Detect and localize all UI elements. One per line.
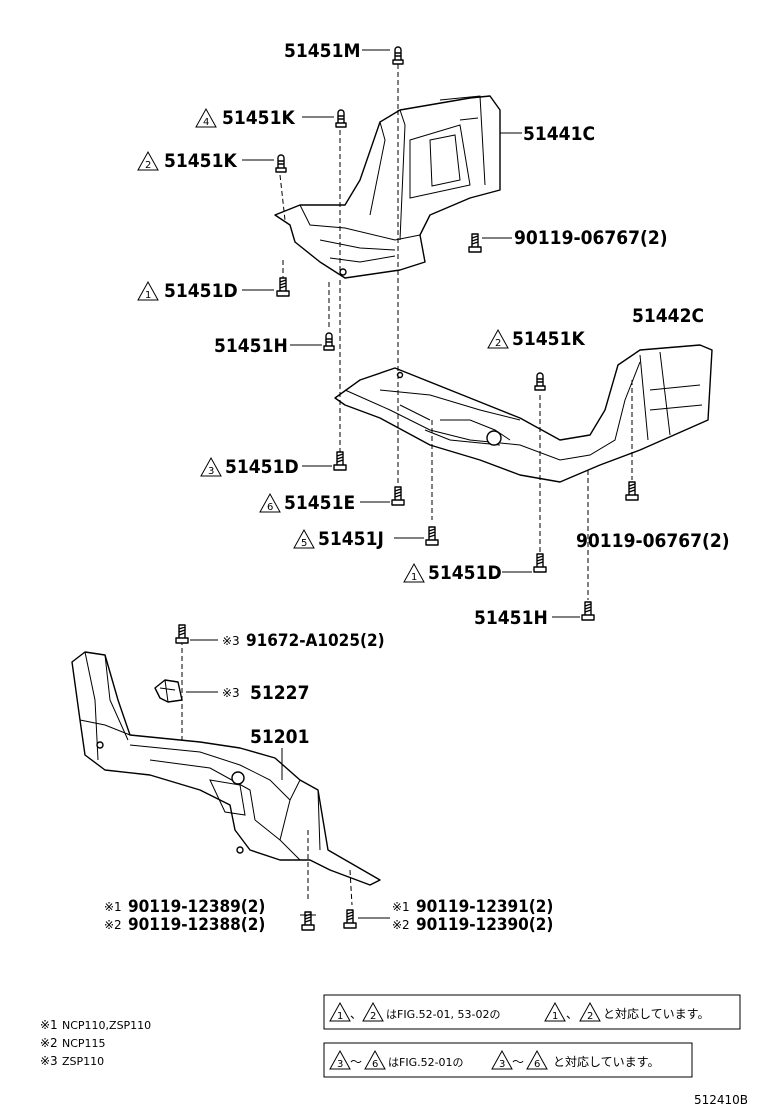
note2-sep-a: ～ xyxy=(350,1055,362,1069)
tri-num-2a: 2 xyxy=(145,160,151,171)
tri-num-6: 6 xyxy=(267,502,273,513)
note2-text: はFIG.52-01の xyxy=(388,1056,464,1069)
note-box-2: 3 ～ 6 はFIG.52-01の 3 ～ 6 と対応しています。 xyxy=(323,1042,693,1078)
dashed-guides xyxy=(181,64,633,906)
label-90119-06767-lower: 90119-06767(2) xyxy=(576,530,730,552)
part-labels: 51451M 4 51451K 51441C 2 51451K 90119-06… xyxy=(104,40,730,935)
marker-3b: ※3 xyxy=(222,686,240,700)
tri-num-1a: 1 xyxy=(145,290,151,301)
label-90119-12390: 90119-12390(2) xyxy=(416,915,553,935)
note1-sep-a: 、 xyxy=(350,1007,362,1021)
upper-engine-cover-51441C xyxy=(274,95,501,279)
label-90119-12389: 90119-12389(2) xyxy=(128,897,265,917)
tri-num-1b: 1 xyxy=(411,572,417,583)
marker-2a: ※2 xyxy=(104,918,122,932)
legend-line-1: NCP110,ZSP110 xyxy=(62,1019,151,1032)
marker-3a: ※3 xyxy=(222,634,240,648)
marker-1a: ※1 xyxy=(104,900,122,914)
bracket-51227 xyxy=(154,679,183,703)
label-51451K-2b: 51451K xyxy=(512,328,585,350)
note2-tri-6: 6 xyxy=(372,1059,378,1070)
label-51451H-lower: 51451H xyxy=(474,607,548,629)
label-51227: 51227 xyxy=(250,682,309,704)
label-51451K-4: 51451K xyxy=(222,107,295,129)
label-51451D-1: 51451D xyxy=(164,280,238,302)
label-91672-A1025: 91672-A1025(2) xyxy=(246,631,385,651)
tri-num-4: 4 xyxy=(203,117,209,128)
label-51442C: 51442C xyxy=(632,305,704,327)
label-90119-06767-upper: 90119-06767(2) xyxy=(514,227,668,249)
label-51451D-3: 51451D xyxy=(225,456,299,478)
legend-marker-1: ※1 xyxy=(40,1018,58,1032)
legend-marker-3: ※3 xyxy=(40,1054,58,1068)
legend-line-3: ZSP110 xyxy=(62,1055,104,1068)
note2-end: と対応しています。 xyxy=(553,1055,659,1069)
note1-sep-b: 、 xyxy=(566,1007,578,1021)
label-51451M: 51451M xyxy=(284,40,360,62)
crossmember-51201 xyxy=(71,651,381,886)
legend-marker-2: ※2 xyxy=(40,1036,58,1050)
note1-tri-2b: 2 xyxy=(587,1011,593,1022)
tri-num-3: 3 xyxy=(208,466,214,477)
note1-tri-1b: 1 xyxy=(552,1011,558,1022)
note1-end: と対応しています。 xyxy=(603,1007,709,1021)
label-51451D-1b: 51451D xyxy=(428,562,502,584)
figure-id: 512410B xyxy=(694,1093,748,1107)
note2-tri-3b: 3 xyxy=(499,1059,505,1070)
note2-tri-3: 3 xyxy=(337,1059,343,1070)
tri-num-5: 5 xyxy=(301,538,307,549)
label-51201: 51201 xyxy=(250,726,309,748)
note1-text: はFIG.52-01, 53-02の xyxy=(386,1008,501,1021)
label-51441C: 51441C xyxy=(523,123,595,145)
legend-line-2: NCP115 xyxy=(62,1037,106,1050)
label-51451H-upper: 51451H xyxy=(214,335,288,357)
note1-tri-1: 1 xyxy=(337,1011,343,1022)
leader-lines xyxy=(186,49,580,919)
model-legend: ※1 NCP110,ZSP110 ※2 NCP115 ※3 ZSP110 xyxy=(40,1018,151,1068)
label-51451K-2: 51451K xyxy=(164,150,237,172)
label-90119-12388: 90119-12388(2) xyxy=(128,915,265,935)
tri-num-2b: 2 xyxy=(495,338,501,349)
label-90119-12391: 90119-12391(2) xyxy=(416,897,553,917)
label-51451J: 51451J xyxy=(318,528,384,550)
marker-2b: ※2 xyxy=(392,918,410,932)
label-51451E: 51451E xyxy=(284,492,355,514)
note2-tri-6b: 6 xyxy=(534,1059,540,1070)
lower-engine-cover-51442C xyxy=(334,344,713,483)
marker-1b: ※1 xyxy=(392,900,410,914)
note1-tri-2: 2 xyxy=(370,1011,376,1022)
note2-sep-b: ～ xyxy=(512,1055,524,1069)
note-box-1: 1 、 2 はFIG.52-01, 53-02の 1 、 2 と対応しています。 xyxy=(323,994,741,1030)
